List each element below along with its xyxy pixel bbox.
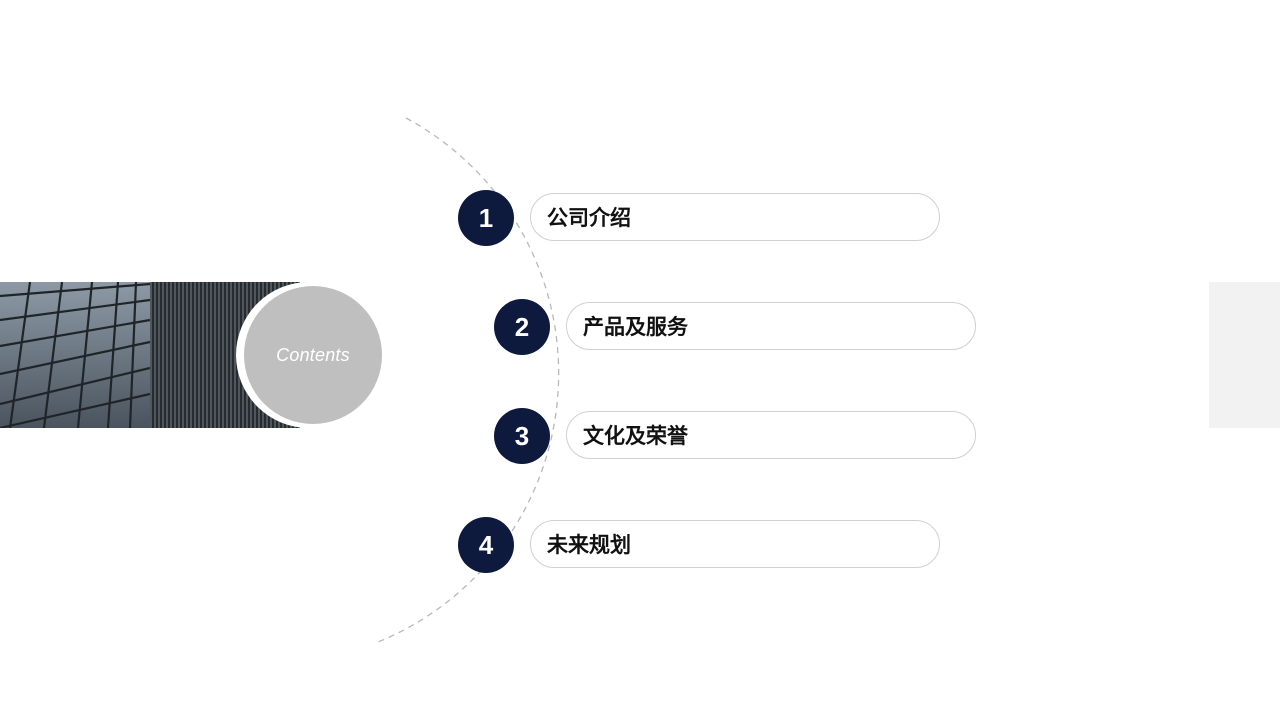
menu-item-pill[interactable]: 未来规划 xyxy=(530,520,940,568)
contents-label: Contents xyxy=(276,344,350,365)
number-badge: 4 xyxy=(458,517,514,573)
menu-item-pill[interactable]: 产品及服务 xyxy=(566,302,976,350)
menu-item-label: 公司介绍 xyxy=(547,206,631,230)
menu-item-future-plans[interactable]: 4 未来规划 xyxy=(458,517,948,573)
number-badge: 3 xyxy=(494,408,550,464)
menu-item-products-services[interactable]: 2 产品及服务 xyxy=(494,299,984,355)
menu-item-company-intro[interactable]: 1 公司介绍 xyxy=(458,190,948,246)
number-badge: 2 xyxy=(494,299,550,355)
menu-item-pill[interactable]: 文化及荣誉 xyxy=(566,411,976,459)
menu-item-pill[interactable]: 公司介绍 xyxy=(530,193,940,241)
contents-circle: Contents xyxy=(244,286,382,424)
number-badge: 1 xyxy=(458,190,514,246)
side-panel-decoration xyxy=(1209,282,1280,428)
menu-item-culture-honors[interactable]: 3 文化及荣誉 xyxy=(494,408,984,464)
menu-item-label: 文化及荣誉 xyxy=(583,424,688,448)
menu-item-label: 产品及服务 xyxy=(583,315,688,339)
menu-item-label: 未来规划 xyxy=(547,533,631,557)
